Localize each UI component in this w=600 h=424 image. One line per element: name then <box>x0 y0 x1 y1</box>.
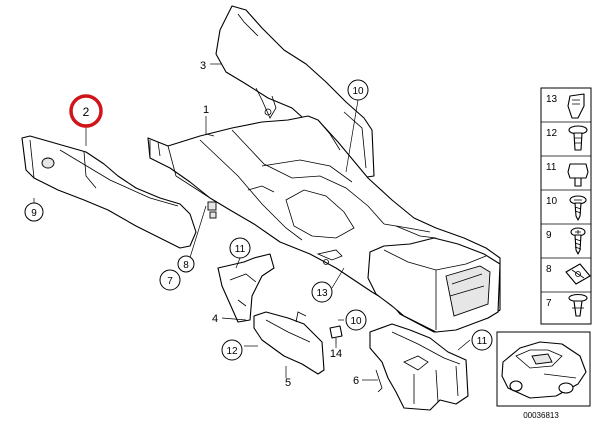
clip-14 <box>329 325 343 344</box>
callout-12: 12 <box>221 339 243 361</box>
centre-console <box>147 115 501 333</box>
torx-screw-icon <box>569 195 587 221</box>
callout-3: 3 <box>200 60 206 72</box>
svg-text:9: 9 <box>31 208 37 219</box>
callout-7: 7 <box>159 269 181 291</box>
support-frame-6 <box>369 323 469 411</box>
bracket-5 <box>253 311 325 375</box>
svg-text:12: 12 <box>226 346 238 357</box>
callout-11-right: 11 <box>471 329 493 351</box>
svg-text:2: 2 <box>83 105 90 119</box>
legend-number: 13 <box>546 94 558 105</box>
svg-text:4: 4 <box>212 313 218 325</box>
svg-text:10: 10 <box>350 316 362 327</box>
svg-text:6: 6 <box>353 375 359 387</box>
svg-text:5: 5 <box>285 377 291 389</box>
callout-10-top: 10 <box>347 79 369 101</box>
svg-text:3: 3 <box>200 60 206 72</box>
hex-bolt-icon <box>567 163 589 187</box>
diagram-id: 00036813 <box>523 411 559 420</box>
svg-text:11: 11 <box>477 336 488 347</box>
callout-5: 5 <box>285 377 291 389</box>
phillips-screw-icon <box>570 227 586 255</box>
legend-number: 11 <box>546 162 557 173</box>
side-trim-panel <box>21 135 197 249</box>
expansion-rivet-icon <box>568 125 588 151</box>
callout-2-highlighted: 2 <box>69 94 103 128</box>
callout-13: 13 <box>311 281 333 303</box>
svg-text:13: 13 <box>316 288 328 299</box>
vehicle-thumbnail <box>496 331 591 407</box>
svg-text:8: 8 <box>183 260 189 271</box>
callout-1: 1 <box>203 104 209 116</box>
bracket-4 <box>217 253 275 323</box>
svg-text:10: 10 <box>352 86 364 97</box>
parts-legend: 13 12 11 10 9 8 7 <box>540 87 592 325</box>
legend-number: 12 <box>546 128 558 139</box>
callout-6: 6 <box>353 375 359 387</box>
rear-side-panel <box>215 5 375 179</box>
legend-number: 7 <box>546 298 552 309</box>
svg-text:1: 1 <box>203 104 209 116</box>
svg-text:11: 11 <box>235 244 246 255</box>
legend-number: 8 <box>546 264 552 275</box>
legend-number: 9 <box>546 230 552 241</box>
legend-number: 10 <box>546 196 558 207</box>
svg-text:14: 14 <box>330 348 342 360</box>
push-pin-icon <box>568 293 588 317</box>
callout-10-bottom: 10 <box>345 309 367 331</box>
svg-text:7: 7 <box>167 276 173 287</box>
clip-icon <box>567 93 585 119</box>
callout-9: 9 <box>24 202 44 222</box>
callout-11-left: 11 <box>229 237 251 259</box>
callout-8: 8 <box>177 255 195 273</box>
callout-14: 14 <box>330 348 342 360</box>
callout-4: 4 <box>212 313 218 325</box>
spring-nut-icon <box>565 263 591 285</box>
